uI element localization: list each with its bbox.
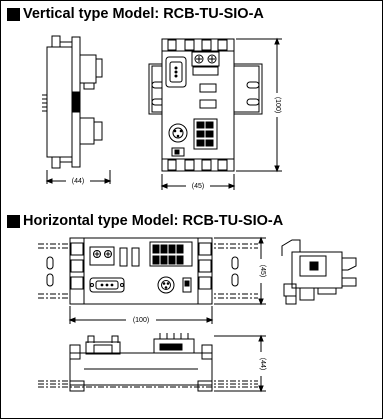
horizontal-side-view [281, 239, 357, 305]
vertical-front-view [161, 38, 235, 172]
horizontal-length-dim: (100) [133, 317, 149, 324]
horizontal-length-dimension: (100) [68, 306, 214, 324]
vertical-width-dim: (45) [192, 183, 204, 190]
horizontal-bottom-view [38, 333, 258, 392]
horizontal-title-text: Horizontal type Model: RCB-TU-SIO-A [23, 213, 284, 229]
vertical-width-dimension: (45) [160, 174, 236, 190]
vertical-side-view: (44) [42, 35, 112, 185]
vertical-title-text: Vertical type Model: RCB-TU-SIO-A [23, 6, 264, 22]
bullet-square-icon [7, 214, 20, 228]
horizontal-depth-dimension: (44) [214, 334, 267, 393]
horizontal-height-dim: (45) [259, 265, 266, 277]
vertical-section-title: Vertical type Model: RCB-TU-SIO-A [7, 6, 264, 22]
vertical-height-dim: (100) [274, 97, 281, 113]
horizontal-height-dimension: (45) [214, 236, 267, 306]
horizontal-depth-dim: (44) [259, 358, 266, 370]
vertical-depth-dim: (44) [72, 178, 84, 185]
horizontal-front-view [69, 237, 213, 305]
bullet-square-icon [7, 7, 20, 21]
horizontal-section-title: Horizontal type Model: RCB-TU-SIO-A [7, 213, 283, 229]
vertical-height-dimension: (100) [236, 37, 282, 173]
